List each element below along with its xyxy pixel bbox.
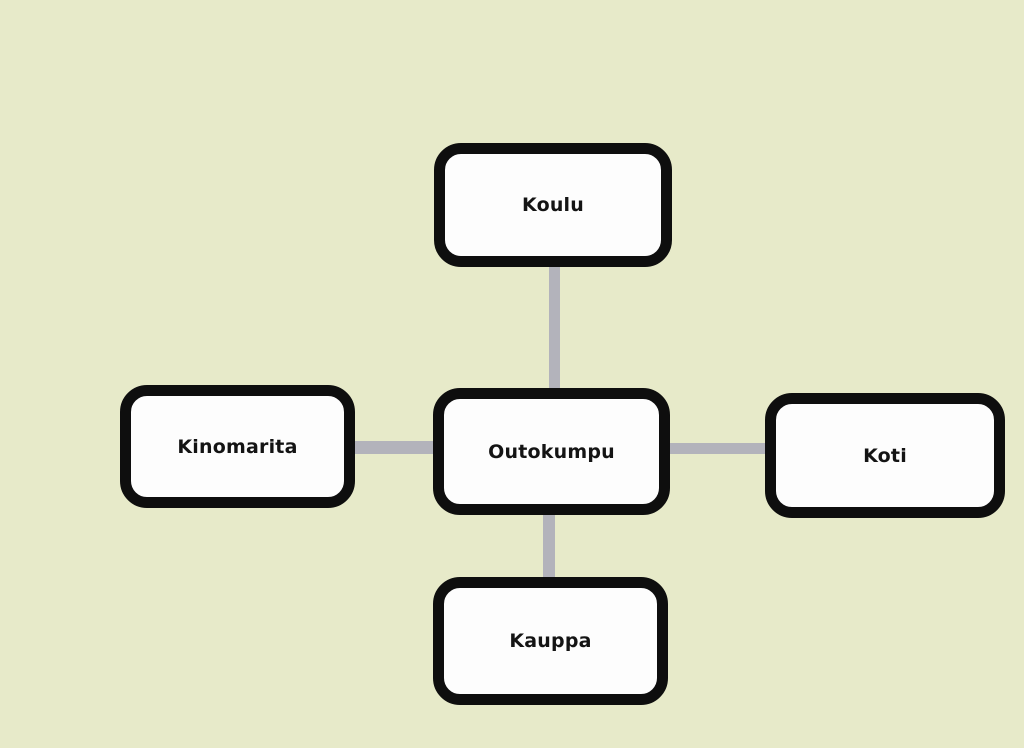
node-koti-label: Koti	[863, 444, 907, 467]
node-koti[interactable]: Koti	[765, 393, 1005, 518]
edge-outokumpu-kauppa	[543, 510, 555, 582]
node-kinomarita[interactable]: Kinomarita	[120, 385, 355, 508]
node-koulu-label: Koulu	[521, 194, 584, 216]
edge-outokumpu-kinomarita	[348, 441, 440, 454]
edge-outokumpu-koulu	[549, 262, 560, 394]
node-outokumpu-label: Outokumpu	[488, 440, 615, 463]
node-kinomarita-label: Kinomarita	[177, 435, 298, 458]
node-outokumpu[interactable]: Outokumpu	[433, 388, 670, 515]
node-kauppa-label: Kauppa	[509, 630, 592, 652]
node-kauppa[interactable]: Kauppa	[433, 577, 668, 705]
edge-outokumpu-koti	[663, 443, 771, 454]
node-koulu[interactable]: Koulu	[434, 143, 672, 267]
